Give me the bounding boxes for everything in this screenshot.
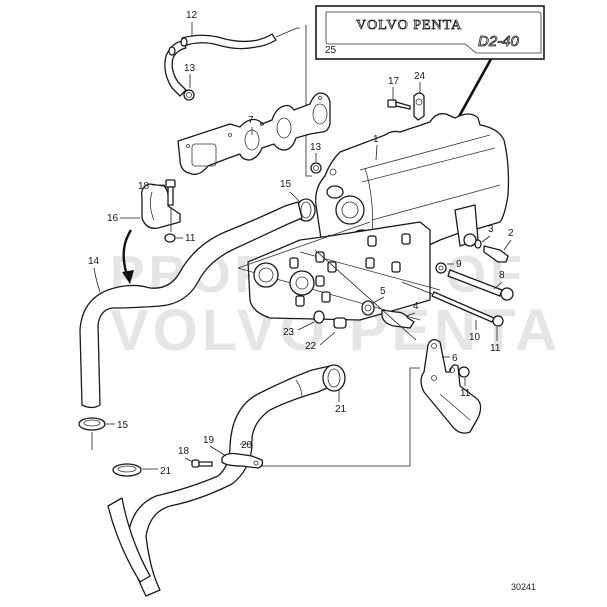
washer-part-3[interactable]: [474, 239, 482, 249]
clamp-part-13-lower[interactable]: [310, 162, 322, 174]
washer-part-9[interactable]: [435, 262, 447, 274]
callout-21-lower: 21: [160, 466, 172, 477]
hose-part-12[interactable]: [164, 27, 300, 97]
decal-model-text: D2-40: [478, 33, 520, 50]
callout-2: 2: [508, 228, 514, 239]
callout-22: 22: [305, 341, 317, 352]
callout-4: 4: [413, 301, 419, 312]
washer-part-5[interactable]: [361, 300, 375, 316]
bolt-part-17[interactable]: [387, 99, 411, 110]
clamp-part-21-lower[interactable]: [112, 463, 142, 477]
callout-25: 25: [325, 45, 337, 56]
callout-23: 23: [283, 327, 295, 338]
callout-7: 7: [248, 115, 254, 126]
callout-21-upper: 21: [335, 404, 347, 415]
callout-15-lower: 15: [117, 420, 129, 431]
callout-3: 3: [488, 224, 494, 235]
callout-11-left: 11: [185, 233, 196, 244]
callout-17: 17: [388, 76, 400, 87]
clamp-part-15-lower[interactable]: [78, 417, 106, 450]
callout-19: 19: [203, 435, 215, 446]
callout-20: 20: [241, 440, 253, 451]
callout-14: 14: [88, 256, 100, 267]
callout-1: 1: [373, 134, 379, 145]
bolt-part-18-upper[interactable]: [165, 179, 176, 206]
callout-13-lower: 13: [310, 142, 322, 153]
callout-8: 8: [499, 270, 505, 281]
nut-part-11-bracket[interactable]: [458, 366, 470, 378]
bracket-part-6[interactable]: [420, 338, 482, 434]
clamp-part-19[interactable]: [221, 452, 264, 469]
callout-10: 10: [469, 332, 481, 343]
callout-24: 24: [414, 71, 426, 82]
nut-part-11-right[interactable]: [492, 315, 504, 327]
clamp-part-21-upper[interactable]: [322, 364, 346, 392]
bolt-part-18-lower[interactable]: [191, 459, 213, 468]
callout-18-lower: 18: [178, 446, 190, 457]
stud-set: [289, 233, 411, 307]
hose-part-14[interactable]: [79, 201, 303, 409]
bolt-part-8[interactable]: [447, 269, 514, 301]
callout-11-right: 11: [490, 343, 501, 354]
sensor-part-4[interactable]: [381, 309, 415, 329]
sensor-part-2[interactable]: [483, 245, 509, 263]
stud-part-10[interactable]: [431, 291, 495, 323]
clamp-part-13-upper[interactable]: [183, 89, 195, 101]
nut-part-11-left[interactable]: [164, 233, 176, 243]
plug-part-22[interactable]: [333, 317, 347, 329]
decal-part-25[interactable]: VOLVO PENTA D2-40 25: [315, 5, 545, 150]
callout-18-upper: 18: [138, 181, 150, 192]
bracket-part-24[interactable]: [413, 92, 425, 121]
hose-part-20[interactable]: [107, 365, 337, 597]
callout-13-upper: 13: [184, 63, 196, 74]
decal-brand-text: VOLVO PENTA: [356, 18, 462, 33]
gasket-part-7[interactable]: [177, 92, 331, 175]
callout-15-upper: 15: [280, 179, 292, 190]
washer-part-23[interactable]: [313, 310, 325, 324]
drawing-reference-number: 30241: [511, 582, 536, 592]
callout-11-bracket: 11: [460, 388, 471, 399]
callout-16: 16: [107, 213, 119, 224]
callout-12: 12: [186, 10, 198, 21]
callout-9: 9: [456, 259, 462, 270]
callout-5: 5: [380, 286, 386, 297]
callout-6: 6: [452, 353, 458, 364]
